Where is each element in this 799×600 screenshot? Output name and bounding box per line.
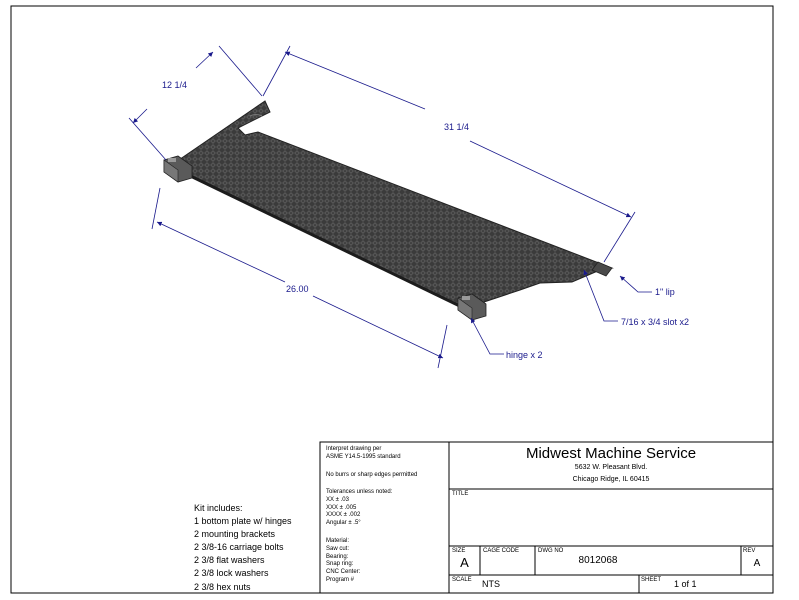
company-address-2: Chicago Ridge, IL 60415 [572,476,650,483]
callout-lip: 1" lip [655,287,675,297]
notes-tolerances: Tolerances unless noted: XX ± .03 XXX ± … [326,489,393,527]
dim-hinge-span: 26.00 [286,284,309,294]
size-label: SIZE [452,548,466,554]
plate-lip [591,261,613,277]
kit-item: 2 3/8 flat washers [194,555,265,566]
sheet-label: SHEET [641,577,662,583]
size-value: A [460,555,469,570]
kit-list: Kit includes: 1 bottom plate w/ hinges 2… [194,502,292,594]
title-label: TITLE [452,491,469,497]
cage-code-label: CAGE CODE [483,548,520,554]
kit-item: 2 3/8 lock washers [194,568,269,579]
hinge-left [163,155,193,183]
dwg-no-value: 8012068 [578,555,618,566]
bottom-plate-drawing [163,100,614,321]
dim-length: 31 1/4 [444,122,469,132]
notes-fields: Material: Saw cut: Bearing: Snap ring: C… [326,538,361,583]
hinge-right [457,293,487,321]
slot-top [249,114,263,117]
scale-label: SCALE [452,577,472,583]
scale-value: NTS [482,579,500,589]
dim-width: 12 1/4 [162,80,187,90]
company-address-1: 5632 W. Pleasant Blvd. [574,464,648,471]
sheet-value: 1 of 1 [674,579,697,589]
kit-item: 1 bottom plate w/ hinges [194,516,292,527]
leader-lines [470,269,652,355]
callout-hinge: hinge x 2 [506,350,543,360]
dimension-lines [132,51,632,359]
kit-item: 2 3/8 hex nuts [194,581,251,592]
plate-body [169,100,614,311]
callout-slot: 7/16 x 3/4 slot x2 [621,317,689,327]
notes-burrs: No burrs or sharp edges permitted [326,472,418,478]
rev-label: REV [743,548,756,554]
kit-title: Kit includes: [194,503,243,513]
rev-value: A [753,558,761,569]
kit-item: 2 3/8-16 carriage bolts [194,542,284,553]
title-block-grid [319,441,774,594]
company-name: Midwest Machine Service [525,445,697,462]
notes-interpret: Interpret drawing per ASME Y14.5-1995 st… [326,446,401,460]
dwg-no-label: DWG NO [538,548,564,554]
kit-item: 2 mounting brackets [194,529,276,540]
plate-front-edge [177,168,469,312]
